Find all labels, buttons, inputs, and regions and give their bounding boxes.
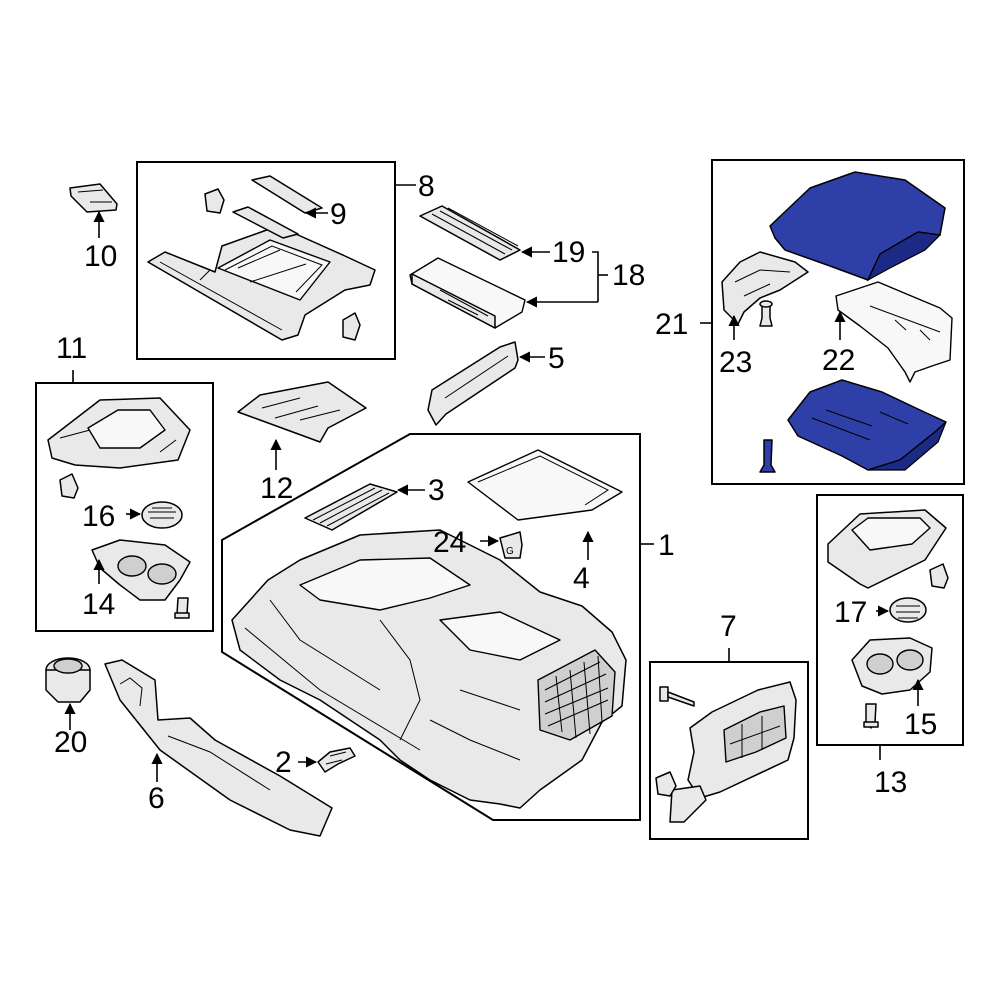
callout-7: 7	[720, 610, 737, 643]
callout-20: 20	[54, 726, 87, 759]
callout-10: 10	[84, 240, 117, 273]
callout-22: 22	[822, 344, 855, 377]
part-13-screw[interactable]	[863, 703, 879, 729]
part-13-bezel[interactable]	[827, 509, 947, 589]
part-8-clip-a[interactable]	[204, 188, 225, 214]
callout-17: 17	[834, 596, 867, 629]
part-18-tray[interactable]	[409, 257, 526, 329]
part-11-clip[interactable]	[59, 473, 79, 499]
part-24-clip[interactable]: G	[499, 531, 523, 559]
part-1-console-body[interactable]	[231, 529, 627, 809]
part-4-mat[interactable]	[467, 449, 623, 521]
callout-16: 16	[82, 500, 115, 533]
part-10-bracket[interactable]	[69, 183, 118, 213]
part-15-cupholder[interactable]	[851, 637, 933, 695]
group-box-1	[221, 433, 641, 821]
callout-15: 15	[904, 708, 937, 741]
part-9-strip[interactable]	[251, 175, 323, 214]
part-7-screw[interactable]	[659, 686, 695, 707]
part-8-console-panel[interactable]	[147, 225, 376, 341]
callout-3: 3	[428, 474, 445, 507]
part-16-mat[interactable]	[141, 501, 183, 529]
callout-19: 19	[552, 236, 585, 269]
group-box-8	[136, 161, 396, 360]
callout-4: 4	[573, 562, 590, 595]
part-13-clip[interactable]	[929, 563, 949, 589]
part-6-side-panel[interactable]	[104, 659, 333, 837]
callout-2: 2	[275, 746, 292, 779]
callout-1: 1	[658, 529, 675, 562]
callout-18: 18	[612, 259, 645, 292]
callout-21: 21	[655, 308, 688, 341]
callout-11: 11	[56, 332, 87, 365]
callout-14: 14	[82, 588, 115, 621]
part-17-mat[interactable]	[889, 597, 927, 623]
svg-text:G: G	[506, 546, 514, 557]
group-box-21	[711, 159, 965, 485]
part-21-armrest-lid[interactable]	[769, 171, 946, 282]
callout-12: 12	[260, 472, 293, 505]
part-7-clip[interactable]	[655, 771, 677, 797]
part-11-screw[interactable]	[174, 597, 190, 619]
part-21-blue-bolt[interactable]	[759, 439, 776, 473]
part-12-bracket[interactable]	[237, 381, 367, 443]
callout-24: 24	[433, 526, 466, 559]
group-box-13	[816, 494, 964, 746]
group-box-11	[35, 382, 214, 632]
part-7-rear-panel[interactable]	[669, 681, 797, 823]
part-8-clip-b[interactable]	[342, 312, 361, 341]
part-20-knob[interactable]	[45, 657, 91, 703]
callout-5: 5	[548, 342, 565, 375]
part-11-bezel[interactable]	[47, 397, 191, 469]
callout-23: 23	[719, 346, 752, 379]
part-21-armrest-base[interactable]	[787, 379, 947, 471]
part-2-clip[interactable]	[317, 747, 356, 773]
callout-9: 9	[330, 198, 347, 231]
part-14-cupholder[interactable]	[91, 539, 191, 601]
callout-8: 8	[418, 170, 435, 203]
part-5-bracket[interactable]	[427, 341, 519, 426]
part-21-bolt[interactable]	[759, 300, 773, 327]
callout-6: 6	[148, 782, 165, 815]
part-8-strip-lower[interactable]	[232, 206, 299, 239]
part-19-mat[interactable]	[419, 205, 521, 261]
part-1-honeycomb	[537, 649, 616, 741]
callout-13: 13	[874, 766, 907, 799]
part-22-frame[interactable]	[835, 281, 953, 383]
part-3-mat[interactable]	[304, 483, 398, 531]
